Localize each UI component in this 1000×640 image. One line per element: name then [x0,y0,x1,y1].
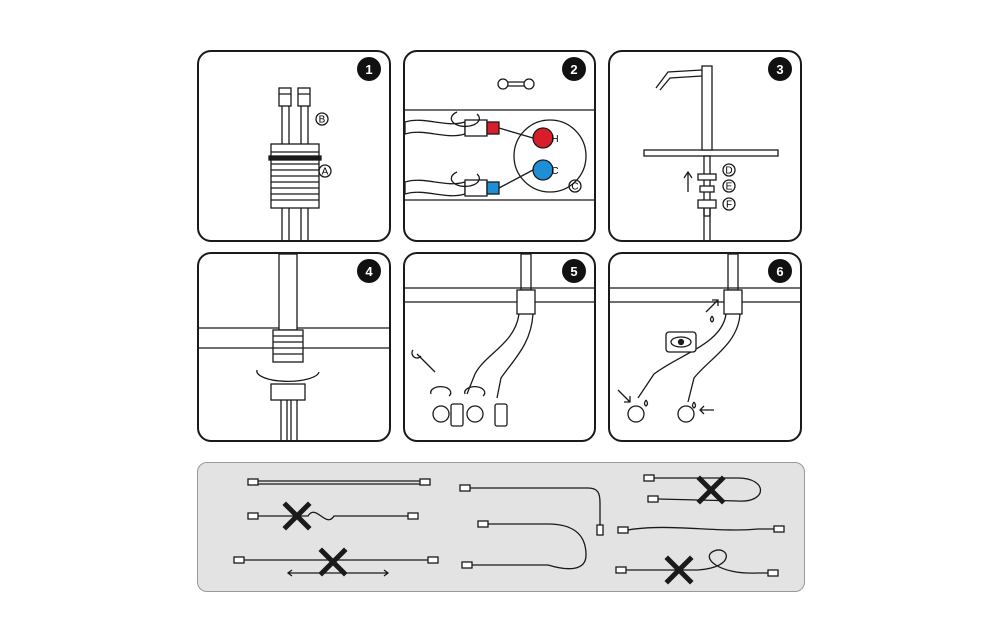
step-number-1: 1 [357,57,381,81]
thermometer-icon [494,403,508,427]
step-5-panel: 5 [403,252,596,442]
water-drop-icon [709,315,715,323]
step-2-panel: H C C 2 [403,50,596,242]
label-hot: H [551,134,558,145]
label-a: A [322,167,329,178]
step-6-panel: 6 [608,252,802,442]
step-3-illustration: D E F [643,65,779,240]
cross-icon [664,555,694,585]
cross-icon [318,547,348,577]
wrench-icon [497,78,535,90]
label-d: D [725,166,732,177]
rotate-arrow-icon [430,385,452,397]
step-number-6: 6 [768,259,792,283]
eye-icon [670,336,692,348]
water-drop-icon [643,399,649,407]
step-4-panel: 4 [197,252,391,442]
step-2-illustration: H C C [405,78,594,201]
up-arrow-icon [683,170,693,192]
label-cold: C [551,166,558,177]
step-4-illustration [199,254,389,440]
step-3-panel: D E F 3 [608,50,802,242]
cross-icon [282,501,312,531]
label-e: E [726,182,733,193]
step-1-panel: B A 1 [197,50,391,242]
hose-routing-illustration [233,474,785,585]
step-6-illustration [610,254,800,423]
rotate-arrow-icon [450,171,480,188]
label-b: B [319,115,326,126]
step-number-5: 5 [562,259,586,283]
step-1-illustration: B A [268,87,332,240]
step-number-3: 3 [768,57,792,81]
cross-icon [696,475,726,505]
wrench-icon [411,349,436,373]
step-number-4: 4 [357,259,381,283]
label-c: C [571,182,578,193]
step-number-2: 2 [562,57,586,81]
thermometer-icon [450,403,464,427]
hose-routing-panel [197,462,805,592]
label-f: F [726,200,732,211]
rotate-arrow-icon [256,369,320,383]
water-drop-icon [691,401,697,409]
rotate-arrow-icon [450,111,480,128]
step-5-illustration [405,254,594,427]
rotate-arrow-icon [464,385,486,397]
